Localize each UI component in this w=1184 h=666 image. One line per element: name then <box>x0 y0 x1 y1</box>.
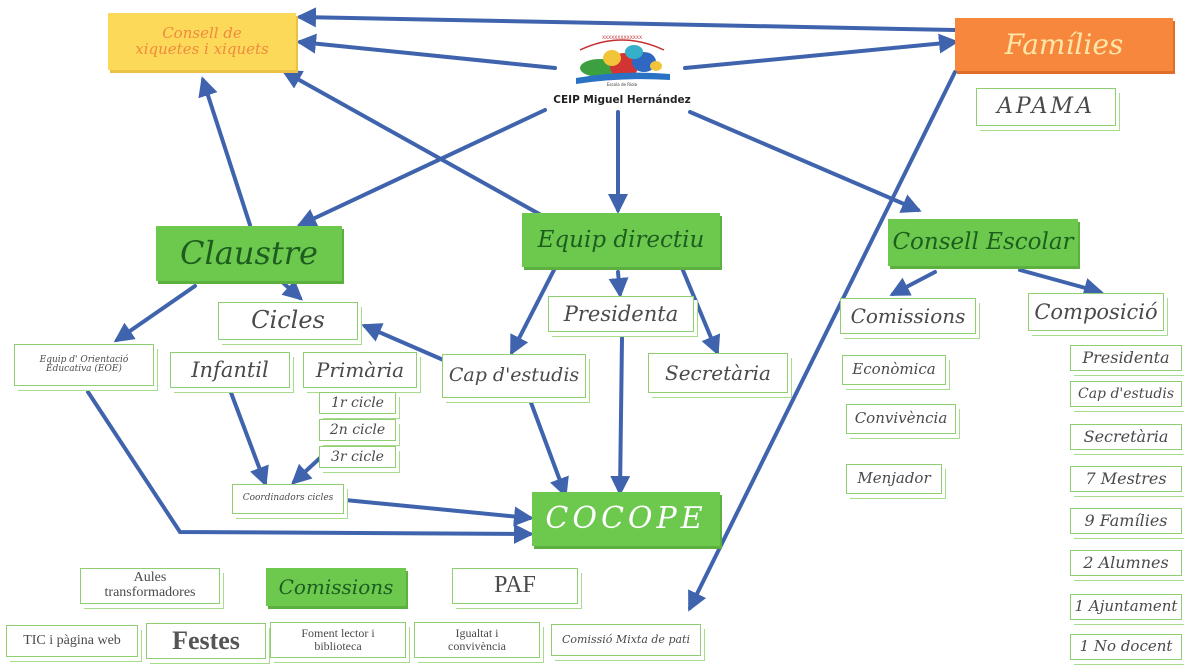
composicio-ajuntament: 1 Ajuntament <box>1070 594 1182 620</box>
arrow-3r-to-coord <box>291 456 322 485</box>
arrow-equip-to-secretaria <box>680 266 721 356</box>
composicio-alumnes: 2 Alumnes <box>1070 550 1182 576</box>
economica-node: Econòmica <box>842 355 946 385</box>
consell-escolar-node: Consell Escolar <box>888 219 1078 266</box>
cocope-node: COCOPE <box>532 492 720 546</box>
cap-estudis-node: Cap d'estudis <box>442 354 586 398</box>
paf-node: PAF <box>452 568 578 604</box>
school-logo: XXXXXXXXXXXXX Escola de Riola CEIP Migue… <box>552 30 692 106</box>
composicio-secretaria: Secretària <box>1070 424 1182 450</box>
arrow-logo-to-xiquets <box>296 33 557 70</box>
families-node: Famílies <box>955 18 1173 71</box>
comissions-ce-node: Comissions <box>840 298 976 334</box>
coordinadors-node: Coordinadors cicles <box>232 484 344 514</box>
consell-xiquets-node: Consell de xiquetes i xiquets <box>108 13 296 70</box>
claustre-node: Claustre <box>156 226 342 281</box>
arrow-families-to-mixta <box>688 70 957 612</box>
menjador-node: Menjador <box>846 464 942 494</box>
arrow-eoe-to-cocope <box>86 390 534 544</box>
arrow-ce-to-comissions <box>889 270 937 296</box>
festes-node: Festes <box>146 623 266 659</box>
composicio-node: Composició <box>1028 293 1164 331</box>
cicle-1-node: 1r cicle <box>319 392 396 414</box>
logo-title: CEIP Miguel Hernández <box>553 94 691 106</box>
tic-node: TIC i pàgina web <box>6 625 138 657</box>
arrow-equip-to-cap <box>510 266 557 356</box>
secretaria-node: Secretària <box>648 353 788 393</box>
composicio-cap-estudis: Cap d'estudis <box>1070 381 1182 407</box>
arrow-familes-to-xiquets <box>296 7 957 32</box>
cicle-3-node: 3r cicle <box>319 446 396 468</box>
arrow-equip-to-xiquets <box>281 70 552 222</box>
arrow-logo-to-consell-escolar <box>688 110 922 213</box>
arrow-equip-to-presidenta <box>608 270 629 298</box>
cicles-node: Cicles <box>218 302 358 340</box>
composicio-no-docent: 1 No docent <box>1070 634 1182 660</box>
arrow-claustre-to-cicles <box>278 278 303 301</box>
infantil-node: Infantil <box>170 352 290 388</box>
primaria-node: Primària <box>303 352 417 388</box>
igualtat-node: Igualtat i convivència <box>414 622 540 658</box>
aules-node: Aules transformadores <box>80 568 220 604</box>
mixta-node: Comissió Mixta de pati <box>551 624 701 656</box>
logo-graphic: XXXXXXXXXXXXX Escola de Riola <box>576 35 670 87</box>
composicio-mestres: 7 Mestres <box>1070 466 1182 492</box>
eoe-node: Equip d' Orientació Educativa (EOE) <box>14 344 154 386</box>
logo-arc-text: XXXXXXXXXXXXX <box>602 35 642 41</box>
composicio-families: 9 Famílies <box>1070 508 1182 534</box>
arrow-claustre-to-eoe <box>113 284 197 343</box>
cicle-2-node: 2n cicle <box>319 419 396 441</box>
presidenta-node: Presidenta <box>548 296 694 332</box>
comissions-bottom-node: Comissions <box>266 568 406 606</box>
arrow-claustre-to-xiquets <box>198 76 252 227</box>
arrow-logo-to-families <box>683 33 959 70</box>
arrow-cap-to-cicles <box>361 323 450 364</box>
arrow-infantil-to-coord <box>228 388 269 487</box>
logo-subtitle: Escola de Riola <box>607 82 638 87</box>
foment-node: Foment lector i biblioteca <box>270 622 406 658</box>
convivencia-node: Convivència <box>846 404 956 434</box>
arrow-ce-to-composicio <box>1018 268 1104 298</box>
arrow-coord-to-cocope <box>343 498 534 527</box>
arrow-logo-to-claustre <box>296 108 547 228</box>
composicio-presidenta: Presidenta <box>1070 345 1182 371</box>
apama-node: APAMA <box>976 88 1116 126</box>
arrow-cap-to-cocope <box>528 398 569 498</box>
arrow-presidenta-to-cocope <box>610 336 631 496</box>
equip-directiu-node: Equip directiu <box>522 213 720 267</box>
